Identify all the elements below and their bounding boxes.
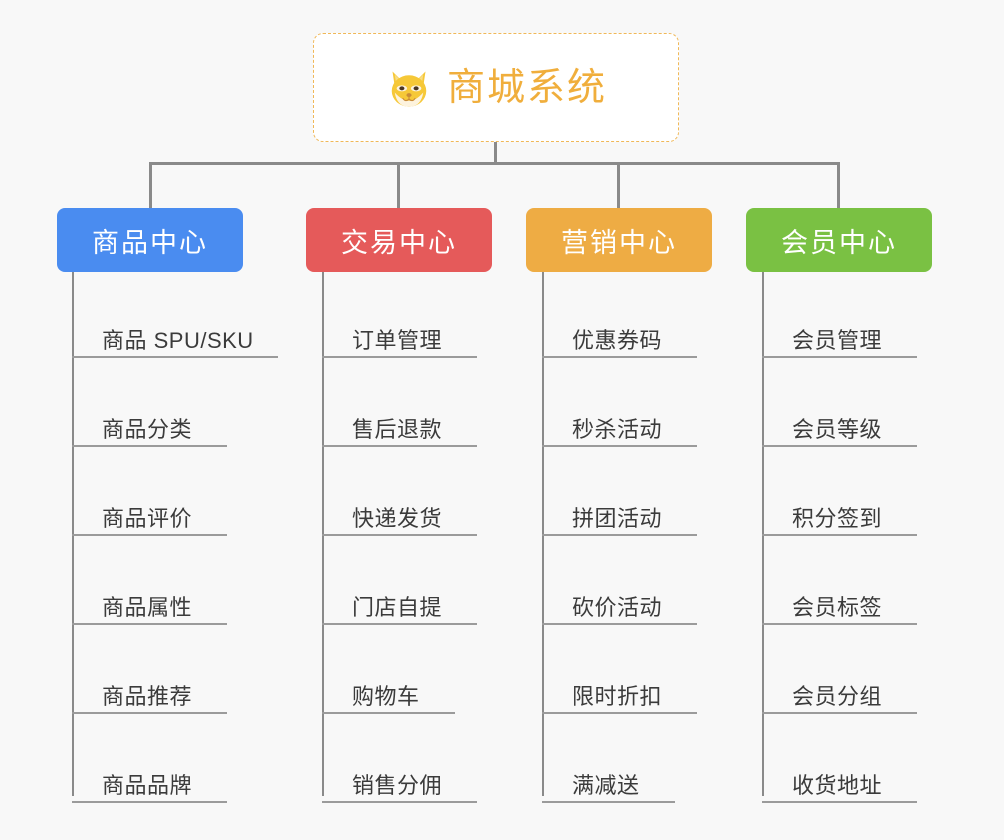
leaf-item[interactable]: 会员分组 <box>762 686 917 714</box>
leaf-label: 订单管理 <box>352 328 443 353</box>
root-title: 商城系统 <box>446 66 607 109</box>
leaf-item[interactable]: 商品品牌 <box>72 775 227 803</box>
leaf-label: 满减送 <box>572 773 640 798</box>
leaf-item[interactable]: 会员等级 <box>762 419 917 447</box>
leaf-item[interactable]: 满减送 <box>542 775 675 803</box>
leaf-label: 积分签到 <box>792 506 883 531</box>
root-node[interactable]: 商城系统 <box>313 33 679 142</box>
leaf-label: 会员等级 <box>792 417 883 442</box>
leaf-item[interactable]: 拼团活动 <box>542 508 697 536</box>
leaf-label: 会员标签 <box>792 595 883 620</box>
leaf-label: 商品分类 <box>102 417 193 442</box>
leaf-item[interactable]: 会员标签 <box>762 597 917 625</box>
shiba-dog-icon <box>385 64 433 112</box>
leaf-item[interactable]: 售后退款 <box>322 419 477 447</box>
category-node-2[interactable]: 交易中心 <box>306 208 492 272</box>
leaf-label: 商品品牌 <box>102 773 193 798</box>
leaf-label: 会员管理 <box>792 328 883 353</box>
leaf-label: 砍价活动 <box>572 595 663 620</box>
leaf-item[interactable]: 商品 SPU/SKU <box>72 330 278 358</box>
leaf-label: 商品 SPU/SKU <box>102 328 254 353</box>
connector-drop-1 <box>149 162 152 208</box>
leaf-item[interactable]: 优惠券码 <box>542 330 697 358</box>
leaf-label: 门店自提 <box>352 595 443 620</box>
leaf-item[interactable]: 门店自提 <box>322 597 477 625</box>
category-node-3[interactable]: 营销中心 <box>526 208 712 272</box>
leaf-item[interactable]: 限时折扣 <box>542 686 697 714</box>
leaf-item[interactable]: 购物车 <box>322 686 455 714</box>
connector-drop-2 <box>397 162 400 208</box>
leaf-item[interactable]: 会员管理 <box>762 330 917 358</box>
connector-drop-4 <box>837 162 840 208</box>
leaf-item[interactable]: 积分签到 <box>762 508 917 536</box>
leaf-label: 商品属性 <box>102 595 193 620</box>
leaf-label: 限时折扣 <box>572 684 663 709</box>
leaf-label: 购物车 <box>352 684 420 709</box>
connector-drop-3 <box>617 162 620 208</box>
leaf-label: 销售分佣 <box>352 773 443 798</box>
connector-root-stem <box>494 142 497 164</box>
leaf-label: 商品推荐 <box>102 684 193 709</box>
leaf-label: 优惠券码 <box>572 328 663 353</box>
leaf-item[interactable]: 商品推荐 <box>72 686 227 714</box>
category-label: 会员中心 <box>781 227 897 258</box>
category-label: 商品中心 <box>92 227 208 258</box>
leaf-item[interactable]: 秒杀活动 <box>542 419 697 447</box>
leaf-label: 快递发货 <box>352 506 443 531</box>
leaf-item[interactable]: 商品评价 <box>72 508 227 536</box>
leaf-label: 会员分组 <box>792 684 883 709</box>
category-node-4[interactable]: 会员中心 <box>746 208 932 272</box>
leaf-item[interactable]: 销售分佣 <box>322 775 477 803</box>
leaf-item[interactable]: 商品属性 <box>72 597 227 625</box>
leaf-item[interactable]: 快递发货 <box>322 508 477 536</box>
leaf-item[interactable]: 订单管理 <box>322 330 477 358</box>
leaf-label: 售后退款 <box>352 417 443 442</box>
category-label: 交易中心 <box>341 227 457 258</box>
connector-horizontal-bus <box>150 162 840 165</box>
category-label: 营销中心 <box>561 227 677 258</box>
category-node-1[interactable]: 商品中心 <box>57 208 243 272</box>
leaf-label: 秒杀活动 <box>572 417 663 442</box>
leaf-item[interactable]: 砍价活动 <box>542 597 697 625</box>
leaf-item[interactable]: 收货地址 <box>762 775 917 803</box>
leaf-item[interactable]: 商品分类 <box>72 419 227 447</box>
leaf-label: 拼团活动 <box>572 506 663 531</box>
leaf-label: 商品评价 <box>102 506 193 531</box>
leaf-label: 收货地址 <box>792 773 883 798</box>
